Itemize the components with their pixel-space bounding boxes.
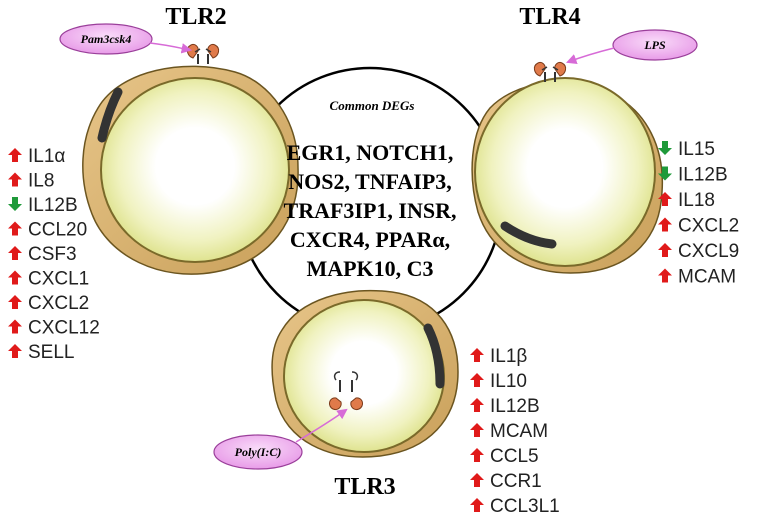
tlr4-granule <box>500 221 557 249</box>
tlr2-granule <box>97 87 123 143</box>
gene-row: CXCL2 <box>8 293 89 314</box>
common-degs-title: Common DEGs <box>330 98 415 113</box>
tlr4-ligand <box>566 29 698 64</box>
gene-label: CCL3L1 <box>490 496 560 517</box>
down-arrow-icon <box>8 197 22 211</box>
gene-label: MCAM <box>678 267 736 288</box>
gene-row: CCL5 <box>470 446 539 467</box>
tlr4-ligand-label: LPS <box>643 38 666 52</box>
up-arrow-icon <box>470 398 484 412</box>
gene-row: IL12B <box>8 195 78 216</box>
common-gene-line: TRAF3IP1, INSR, <box>284 198 457 223</box>
tlr3-ligand-label: Poly(I:C) <box>235 445 282 459</box>
gene-label: IL15 <box>678 139 715 160</box>
gene-row: IL12B <box>470 396 540 417</box>
gene-row: CCL3L1 <box>470 496 560 517</box>
up-arrow-icon <box>8 270 22 285</box>
gene-row: IL1β <box>470 346 527 367</box>
gene-row: IL10 <box>470 371 527 392</box>
up-arrow-icon <box>658 243 672 257</box>
gene-label: CSF3 <box>28 244 77 265</box>
tlr2-ligand <box>59 23 193 55</box>
tlr3-ligand <box>213 408 348 470</box>
tlr2-title: TLR2 <box>165 4 226 30</box>
up-arrow-icon <box>470 423 484 437</box>
gene-label: CXCL2 <box>678 216 739 237</box>
up-arrow-icon <box>470 448 484 462</box>
common-gene-line: EGR1, NOTCH1, <box>287 140 454 165</box>
gene-row: CSF3 <box>8 244 77 265</box>
gene-row: CXCL9 <box>658 241 739 262</box>
up-arrow-icon <box>658 268 672 283</box>
gene-row: IL12B <box>658 165 728 186</box>
gene-label: IL18 <box>678 190 715 211</box>
gene-label: IL1β <box>490 346 527 367</box>
gene-label: IL8 <box>28 171 54 192</box>
tlr2-cytoplasm <box>100 77 290 263</box>
gene-label: IL12B <box>678 165 728 186</box>
gene-row: IL18 <box>658 190 715 211</box>
gene-label: CCL20 <box>28 220 87 241</box>
tlr3-granule <box>423 323 445 389</box>
gene-row: CCL20 <box>8 220 87 241</box>
up-arrow-icon <box>470 348 484 362</box>
up-arrow-icon <box>8 172 22 187</box>
common-gene-line: MAPK10, C3 <box>306 256 433 281</box>
gene-row: CXCL12 <box>8 318 100 339</box>
tlr2-receptor-icon <box>186 44 220 64</box>
up-arrow-icon <box>658 217 672 232</box>
tlr4-title: TLR4 <box>519 4 580 30</box>
tlr3-cytoplasm <box>283 299 445 453</box>
tlr3-title: TLR3 <box>334 474 395 500</box>
tlr2-ligand-label: Pam3csk4 <box>81 32 132 46</box>
gene-label: IL1α <box>28 146 65 167</box>
gene-label: CXCL2 <box>28 293 89 314</box>
gene-row: IL8 <box>8 171 54 192</box>
gene-row: MCAM <box>470 421 548 442</box>
up-arrow-icon <box>8 319 22 334</box>
gene-row: IL1α <box>8 146 65 167</box>
down-arrow-icon <box>658 166 672 181</box>
gene-label: IL12B <box>490 396 540 417</box>
gene-row: MCAM <box>658 267 736 288</box>
up-arrow-icon <box>470 373 484 387</box>
gene-label: CXCL1 <box>28 269 89 290</box>
gene-label: IL12B <box>28 195 78 216</box>
common-degs-list: EGR1, NOTCH1, NOS2, TNFAIP3, TRAF3IP1, I… <box>284 140 457 281</box>
gene-label: CCR1 <box>490 471 542 492</box>
up-arrow-icon <box>8 221 22 236</box>
gene-label: IL10 <box>490 371 527 392</box>
gene-row: CXCL1 <box>8 269 89 290</box>
tlr4-cytoplasm <box>474 77 656 267</box>
gene-row: CXCL2 <box>658 216 739 237</box>
gene-row: IL15 <box>658 139 715 160</box>
up-arrow-icon <box>8 295 22 309</box>
common-gene-line: NOS2, TNFAIP3, <box>288 169 452 194</box>
common-gene-line: CXCR4, PPARα, <box>290 227 450 252</box>
gene-label: SELL <box>28 342 74 363</box>
cell-tlr3 <box>213 289 459 470</box>
up-arrow-icon <box>8 148 22 162</box>
gene-label: CXCL9 <box>678 241 739 262</box>
up-arrow-icon <box>470 473 484 487</box>
up-arrow-icon <box>658 192 672 206</box>
tlr3-receptor-icon <box>328 371 364 410</box>
gene-label: MCAM <box>490 421 548 442</box>
gene-label: CXCL12 <box>28 318 100 339</box>
down-arrow-icon <box>658 141 672 155</box>
gene-row: CCR1 <box>470 471 542 492</box>
up-arrow-icon <box>8 344 22 358</box>
cell-tlr2 <box>59 23 299 275</box>
cell-tlr4 <box>471 29 698 274</box>
tlr4-receptor-icon <box>533 62 567 82</box>
up-arrow-icon <box>470 498 484 512</box>
gene-label: CCL5 <box>490 446 539 467</box>
up-arrow-icon <box>8 246 22 260</box>
gene-row: SELL <box>8 342 74 363</box>
